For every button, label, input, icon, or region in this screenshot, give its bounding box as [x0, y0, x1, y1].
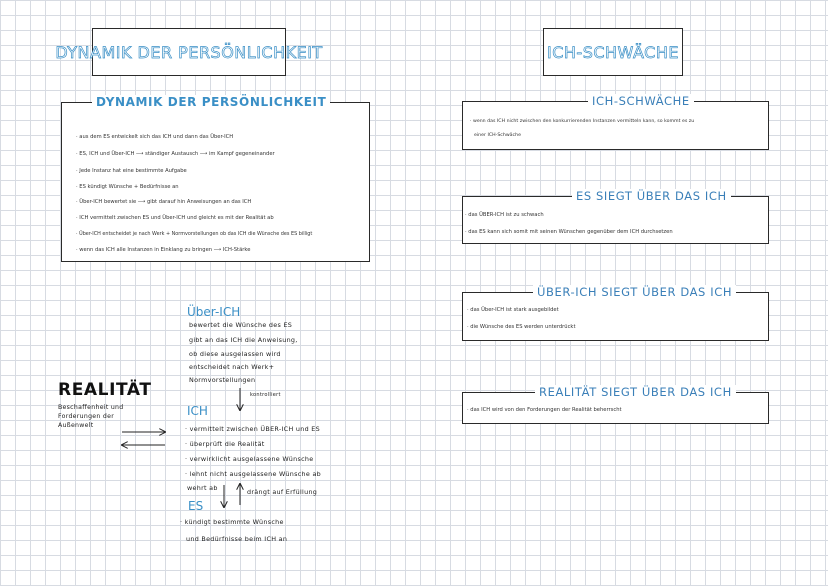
realitaet-desc-2: Forderungen der — [58, 413, 115, 420]
ich-schwaeche-bullet-2: einer ICH-Schwäche — [474, 133, 521, 138]
realitaet-desc-1: Beschaffenheit und — [58, 404, 124, 411]
ueber-ich-line-3: ob diese ausgelassen wird — [189, 350, 281, 358]
title-box-dynamik: DYNAMIK DER PERSÖNLICHKEIT — [55, 28, 323, 76]
ueber-ich-siegt-bullet-2: · die Wünsche des ES werden unterdrückt — [467, 324, 576, 330]
es-siegt-bullet-2: · das ES kann sich somit mit seinen Wüns… — [465, 229, 673, 235]
ueber-ich-line-5: Normvorstellungen — [189, 376, 256, 384]
ueber-ich-siegt-heading: ÜBER-ICH SIEGT ÜBER DAS ICH — [533, 285, 737, 299]
es-line-2: und Bedürfnisse beim ICH an — [186, 535, 288, 543]
realitaet-siegt-heading: REALITÄT SIEGT ÜBER DAS ICH — [535, 385, 736, 399]
dynamik-bullet-8: · wenn das ICH alle Instanzen in Einklan… — [76, 247, 251, 253]
es-title: ES — [188, 499, 204, 513]
ich-title: ICH — [187, 404, 208, 418]
ich-line-2: · überprüft die Realität — [185, 440, 265, 448]
dynamik-bullet-3: · Jede Instanz hat eine bestimmte Aufgab… — [76, 168, 187, 174]
ueber-ich-line-1: bewertet die Wünsche des ES — [189, 321, 293, 329]
wehrt-ab-label: wehrt ab — [187, 484, 218, 492]
es-siegt-bullet-1: · das ÜBER-ICH ist zu schwach — [465, 212, 544, 218]
dynamik-bullet-2: · ES, ICH und Über-ICH ⟶ ständiger Austa… — [76, 151, 275, 157]
dynamik-bullet-6: · ICH vermittelt zwischen ES und Über-IC… — [76, 215, 274, 221]
realitaet-title: REALITÄT — [58, 380, 152, 400]
realitaet-siegt-bullet-1: · das ICH wird von den Forderungen der R… — [467, 407, 622, 413]
ich-schwaeche-heading: ICH-SCHWÄCHE — [588, 94, 694, 108]
title-dynamik: DYNAMIK DER PERSÖNLICHKEIT — [55, 42, 323, 62]
dynamik-panel — [61, 102, 370, 262]
es-siegt-panel — [462, 196, 769, 244]
ich-line-1: · vermittelt zwischen ÜBER-ICH und ES — [185, 425, 320, 433]
realitaet-desc-3: Außenwelt — [58, 422, 94, 429]
dynamik-bullet-5: · Über-ICH bewertet sie ⟶ gibt darauf hi… — [76, 199, 252, 205]
ich-schwaeche-panel — [462, 101, 769, 150]
dynamik-bullet-1: · aus dem ES entwickelt sich das ICH und… — [76, 134, 234, 140]
es-siegt-heading: ES SIEGT ÜBER DAS ICH — [572, 189, 731, 203]
ueber-ich-siegt-bullet-1: · das Über-ICH ist stark ausgebildet — [467, 307, 559, 313]
dynamik-bullet-4: · ES kündigt Wünsche + Bedürfnisse an — [76, 184, 179, 190]
kontrolliert-label: kontrolliert — [250, 392, 281, 398]
ueber-ich-title: Über-ICH — [187, 305, 241, 319]
es-line-1: · kündigt bestimmte Wünsche — [180, 518, 284, 526]
dynamik-heading: DYNAMIK DER PERSÖNLICHKEIT — [92, 95, 331, 109]
title-box-ich-schwaeche: ICH-SCHWÄCHE — [543, 28, 683, 76]
ueber-ich-line-4: entscheidet nach Werk+ — [189, 363, 275, 371]
dynamik-bullet-7: · Über-ICH entscheidet je nach Werk + No… — [76, 231, 313, 237]
title-ich-schwaeche: ICH-SCHWÄCHE — [547, 42, 679, 62]
draengt-label: drängt auf Erfüllung — [247, 488, 318, 496]
ich-line-4: · lehnt nicht ausgelassene Wünsche ab — [185, 470, 322, 478]
ich-line-3: · verwirklicht ausgelassene Wünsche — [185, 455, 314, 463]
ich-schwaeche-bullet-1: · wenn das ICH nicht zwischen den konkur… — [470, 119, 695, 124]
ueber-ich-line-2: gibt an das ICH die Anweisung, — [189, 336, 298, 344]
